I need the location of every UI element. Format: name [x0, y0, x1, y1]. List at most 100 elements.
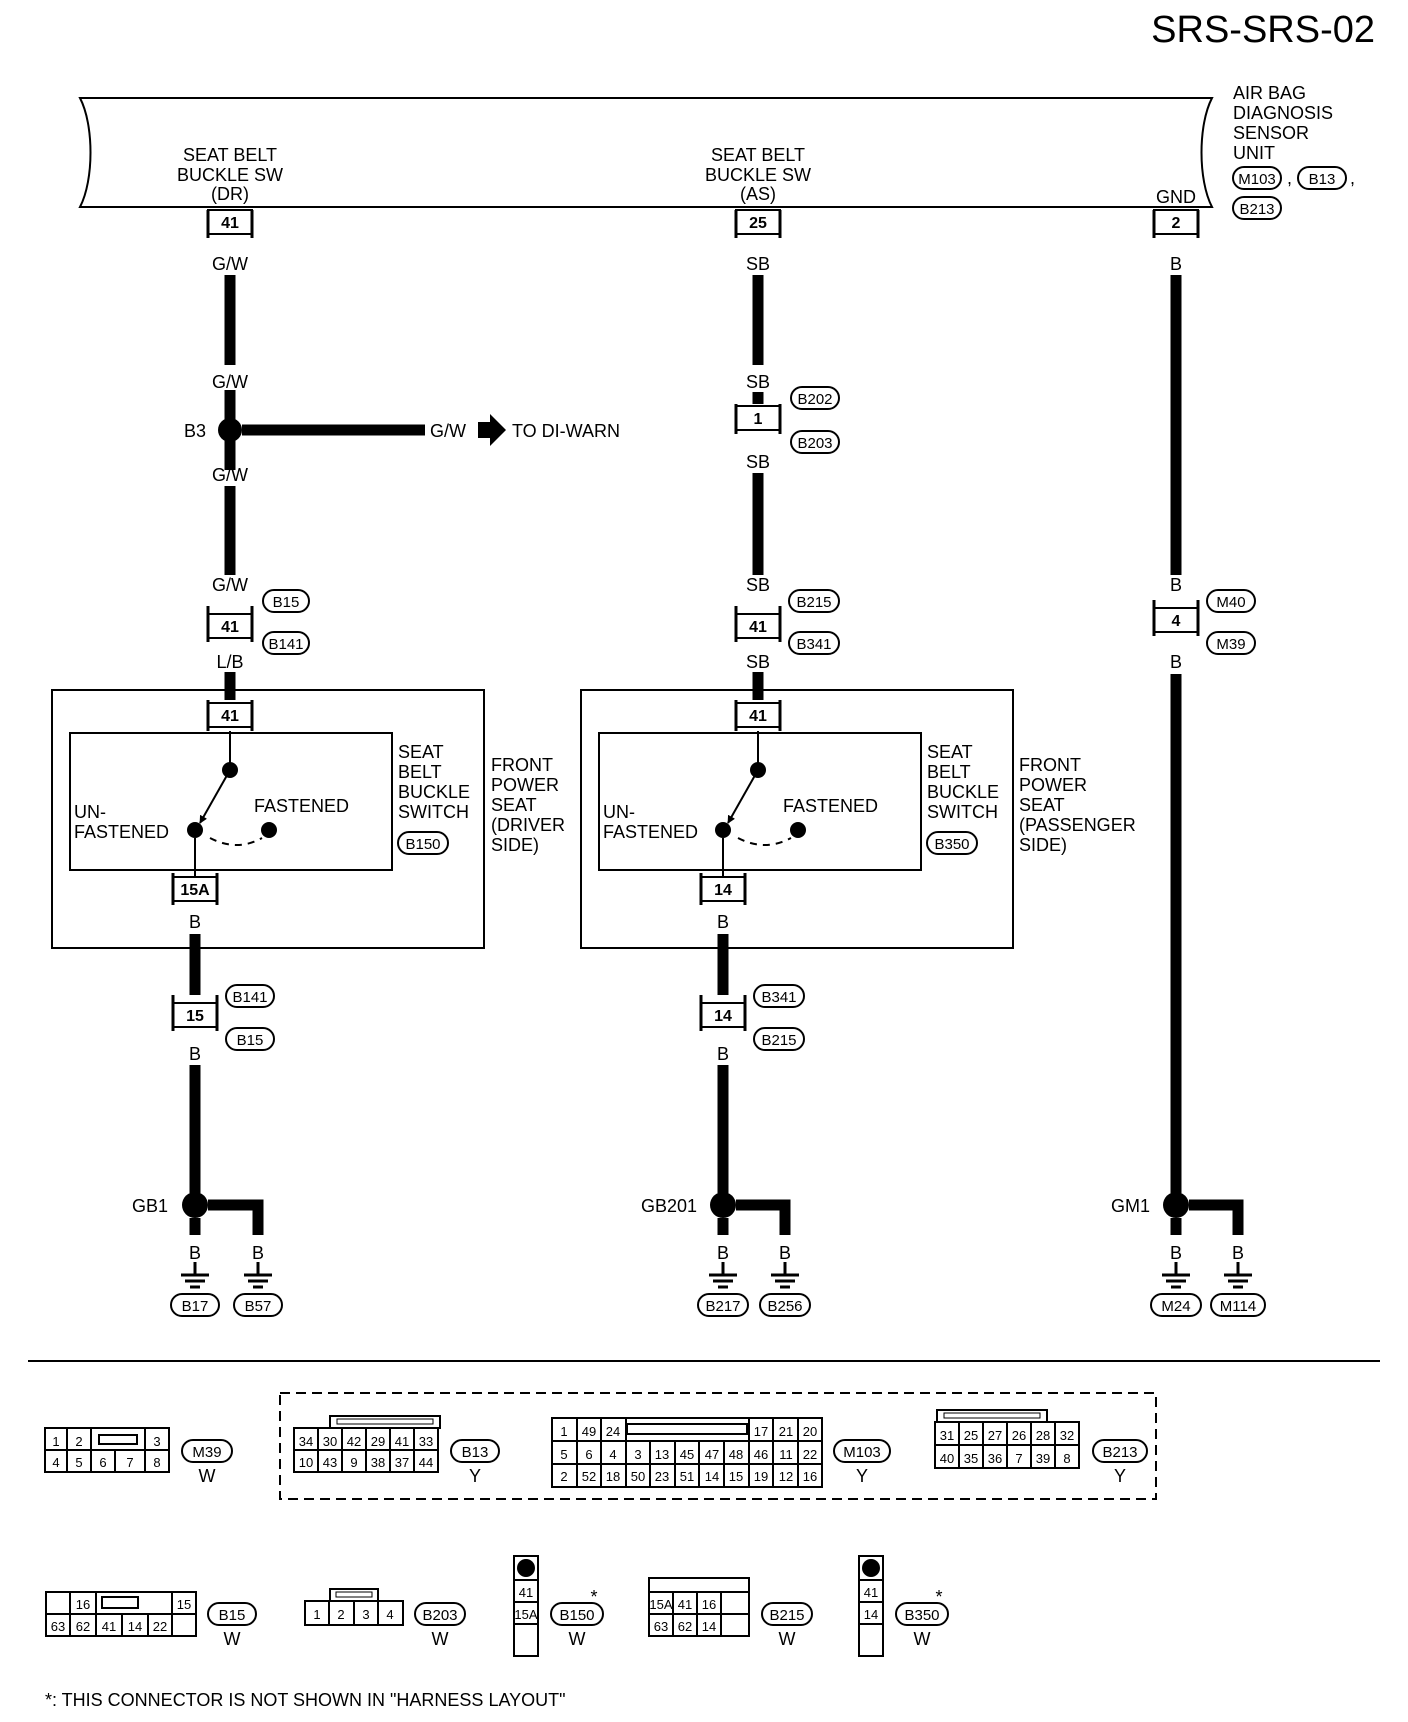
svg-text:14: 14: [714, 1008, 732, 1025]
footnote: *: THIS CONNECTOR IS NOT SHOWN IN "HARNE…: [45, 1690, 566, 1710]
svg-text:50: 50: [631, 1469, 645, 1484]
connector-view-b13: 34 30 42 29 41 33 10 43 9 38 37 44 B13 Y: [293, 1415, 500, 1486]
svg-text:BUCKLE: BUCKLE: [927, 782, 999, 802]
svg-text:4: 4: [1172, 613, 1181, 630]
svg-text:33: 33: [419, 1434, 433, 1449]
svg-text:B17: B17: [182, 1298, 209, 1315]
svg-text:B217: B217: [705, 1298, 740, 1315]
svg-text:45: 45: [680, 1447, 694, 1462]
ground-icon: [244, 1262, 272, 1289]
svg-text:15A: 15A: [180, 882, 210, 899]
front-power-seat-box: [580, 689, 1014, 949]
svg-text:B213: B213: [1239, 201, 1274, 218]
svg-text:M39: M39: [192, 1444, 221, 1461]
wire-color-label: B: [717, 1044, 729, 1064]
right-circuit: B B 4 M40 M39 B GM1 B B: [1111, 254, 1266, 1317]
svg-text:63: 63: [51, 1619, 65, 1634]
unfastened-label: UN-: [74, 802, 106, 822]
svg-text:20: 20: [803, 1424, 817, 1439]
svg-text:14: 14: [714, 882, 732, 899]
terminal-label-gnd: GND: [1156, 187, 1196, 207]
svg-text:10: 10: [299, 1455, 313, 1470]
fastened-label: FASTENED: [783, 796, 878, 816]
svg-text:B341: B341: [761, 989, 796, 1006]
svg-text:40: 40: [940, 1451, 954, 1466]
joint-connector-b202-b203: 1 B202 B203: [734, 386, 840, 454]
svg-text:AIR BAG: AIR BAG: [1233, 83, 1306, 103]
svg-text:21: 21: [779, 1424, 793, 1439]
svg-text:3: 3: [362, 1607, 369, 1622]
svg-text:22: 22: [803, 1447, 817, 1462]
connector-view-b215: 15A 41 16 63 62 14 B215 W: [648, 1577, 813, 1649]
svg-text:B341: B341: [796, 636, 831, 653]
svg-text:23: 23: [655, 1469, 669, 1484]
switch-contact: [199, 769, 231, 824]
svg-text:28: 28: [1036, 1428, 1050, 1443]
svg-text:M24: M24: [1161, 1298, 1190, 1315]
ground-icon: [1224, 1262, 1252, 1289]
svg-text:B150: B150: [559, 1607, 594, 1624]
svg-text:16: 16: [702, 1597, 716, 1612]
svg-text:22: 22: [153, 1619, 167, 1634]
svg-text:37: 37: [395, 1455, 409, 1470]
svg-text:1: 1: [754, 411, 763, 428]
connector-view-m39: 1 2 3 4 5 6 7 8 M39 W: [44, 1427, 233, 1486]
svg-text:(PASSENGER: (PASSENGER: [1019, 815, 1136, 835]
svg-text:SWITCH: SWITCH: [398, 802, 469, 822]
svg-text:47: 47: [705, 1447, 719, 1462]
svg-text:(AS): (AS): [740, 184, 776, 204]
svg-text:4: 4: [386, 1607, 393, 1622]
svg-text:SWITCH: SWITCH: [927, 802, 998, 822]
svg-text:51: 51: [680, 1469, 694, 1484]
svg-text:1: 1: [560, 1424, 567, 1439]
svg-text:B: B: [779, 1243, 791, 1263]
svg-text:FRONT: FRONT: [491, 755, 553, 775]
branch-wire-color: G/W: [430, 421, 466, 441]
svg-text:1: 1: [313, 1607, 320, 1622]
svg-text:B215: B215: [769, 1607, 804, 1624]
svg-text:39: 39: [1036, 1451, 1050, 1466]
svg-text:43: 43: [323, 1455, 337, 1470]
wire-color-label: G/W: [212, 372, 248, 392]
ground-node-gb201: [710, 1192, 736, 1218]
svg-text:,: ,: [1350, 168, 1355, 188]
svg-text:4: 4: [609, 1447, 616, 1462]
svg-text:SIDE): SIDE): [491, 835, 539, 855]
svg-text:,: ,: [1287, 168, 1292, 188]
svg-text:31: 31: [940, 1428, 954, 1443]
svg-text:19: 19: [754, 1469, 768, 1484]
svg-text:B141: B141: [232, 989, 267, 1006]
wire-color-label: SB: [746, 254, 770, 274]
terminal-label-as: SEAT BELT BUCKLE SW (AS): [705, 145, 811, 204]
seat-pin-15a: 15A: [171, 873, 219, 905]
svg-text:15: 15: [729, 1469, 743, 1484]
middle-circuit: SB SB 1 B202 B203 SB SB 41 B215 B341 SB: [580, 254, 1136, 1317]
unfastened-label: UN-: [603, 802, 635, 822]
svg-text:41: 41: [519, 1585, 533, 1600]
page-title: SRS-SRS-02: [1151, 9, 1375, 51]
svg-text:B: B: [717, 1243, 729, 1263]
svg-text:41: 41: [221, 708, 239, 725]
svg-text:B213: B213: [1102, 1444, 1137, 1461]
wire-color-label: SB: [746, 652, 770, 672]
svg-text:32: 32: [1060, 1428, 1074, 1443]
svg-text:5: 5: [75, 1455, 82, 1470]
svg-text:BUCKLE SW: BUCKLE SW: [177, 165, 283, 185]
svg-text:Y: Y: [856, 1466, 868, 1486]
svg-text:B256: B256: [767, 1298, 802, 1315]
connector-view-b150: 41 15A B150 * W: [513, 1555, 604, 1657]
svg-text:FASTENED: FASTENED: [603, 822, 698, 842]
svg-text:16: 16: [76, 1597, 90, 1612]
terminal-label-dr: SEAT BELT BUCKLE SW (DR): [177, 145, 283, 204]
svg-text:35: 35: [964, 1451, 978, 1466]
svg-text:2: 2: [560, 1469, 567, 1484]
sensor-unit-connectors: M103 , B13 , B213: [1232, 166, 1355, 220]
svg-text:41: 41: [221, 215, 239, 232]
connector-b141-b15-15: 15 B141 B15: [171, 984, 275, 1051]
connector-view-b350: 41 14 B350 * W: [858, 1555, 949, 1657]
svg-text:UNIT: UNIT: [1233, 143, 1275, 163]
svg-text:3: 3: [153, 1434, 160, 1449]
svg-text:SEAT: SEAT: [398, 742, 444, 762]
svg-text:B150: B150: [405, 836, 440, 853]
svg-text:B202: B202: [797, 391, 832, 408]
